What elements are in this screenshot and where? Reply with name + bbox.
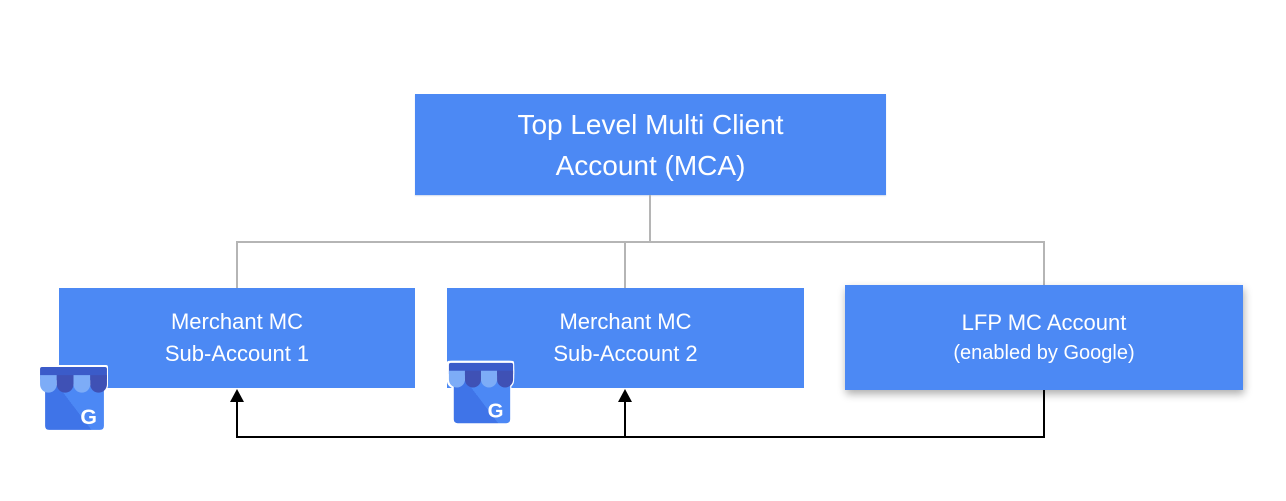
node-label-line: Merchant MC (559, 309, 692, 334)
node-label-line: Account (MCA) (555, 149, 746, 181)
arrow-lfp-to-sub1 (236, 401, 238, 436)
node-top-level-mca: Top Level Multi Client Account (MCA) (415, 94, 886, 195)
storefront-body (453, 380, 511, 424)
awning-scallop (464, 370, 481, 388)
arrowhead-to-sub2 (618, 389, 632, 402)
node-lfp-mc-account: LFP MC Account (enabled by Google) (845, 285, 1243, 390)
node-label-line: Sub-Account 2 (553, 341, 698, 366)
awning-scallop (448, 370, 465, 388)
awning-scallop (40, 375, 57, 393)
node-label-line: LFP MC Account (961, 309, 1127, 335)
connector-rail (236, 241, 1045, 243)
arrowhead-to-sub1 (230, 389, 244, 402)
node-merchant-sub-account-1: Merchant MC Sub-Account 1 (59, 288, 415, 388)
google-g-letter: G (80, 405, 97, 429)
awning-scallop (90, 375, 107, 393)
awning-scallop (73, 375, 91, 393)
connector-mca-stem (649, 195, 651, 242)
node-label-line: Sub-Account 1 (164, 341, 310, 366)
google-g-letter: G (488, 400, 504, 422)
connector-drop-sub2 (624, 242, 626, 288)
connector-drop-lfp (1043, 242, 1045, 285)
google-business-profile-icon: G (40, 367, 107, 430)
arrow-lfp-to-sub2 (624, 401, 626, 436)
node-label-line: Merchant MC (170, 309, 304, 334)
storefront-body (45, 385, 104, 430)
connector-drop-sub1 (236, 242, 238, 288)
google-business-profile-icon: G (448, 362, 514, 424)
awning-scallop (497, 370, 514, 388)
arrow-lfp-stem (1043, 390, 1045, 438)
node-label-line: Top Level Multi Client (517, 108, 784, 140)
arrow-lfp-rail (236, 436, 1045, 438)
awning-scallop (481, 370, 498, 388)
awning-scallop (56, 375, 74, 393)
node-label-line: (enabled by Google) (953, 341, 1135, 364)
